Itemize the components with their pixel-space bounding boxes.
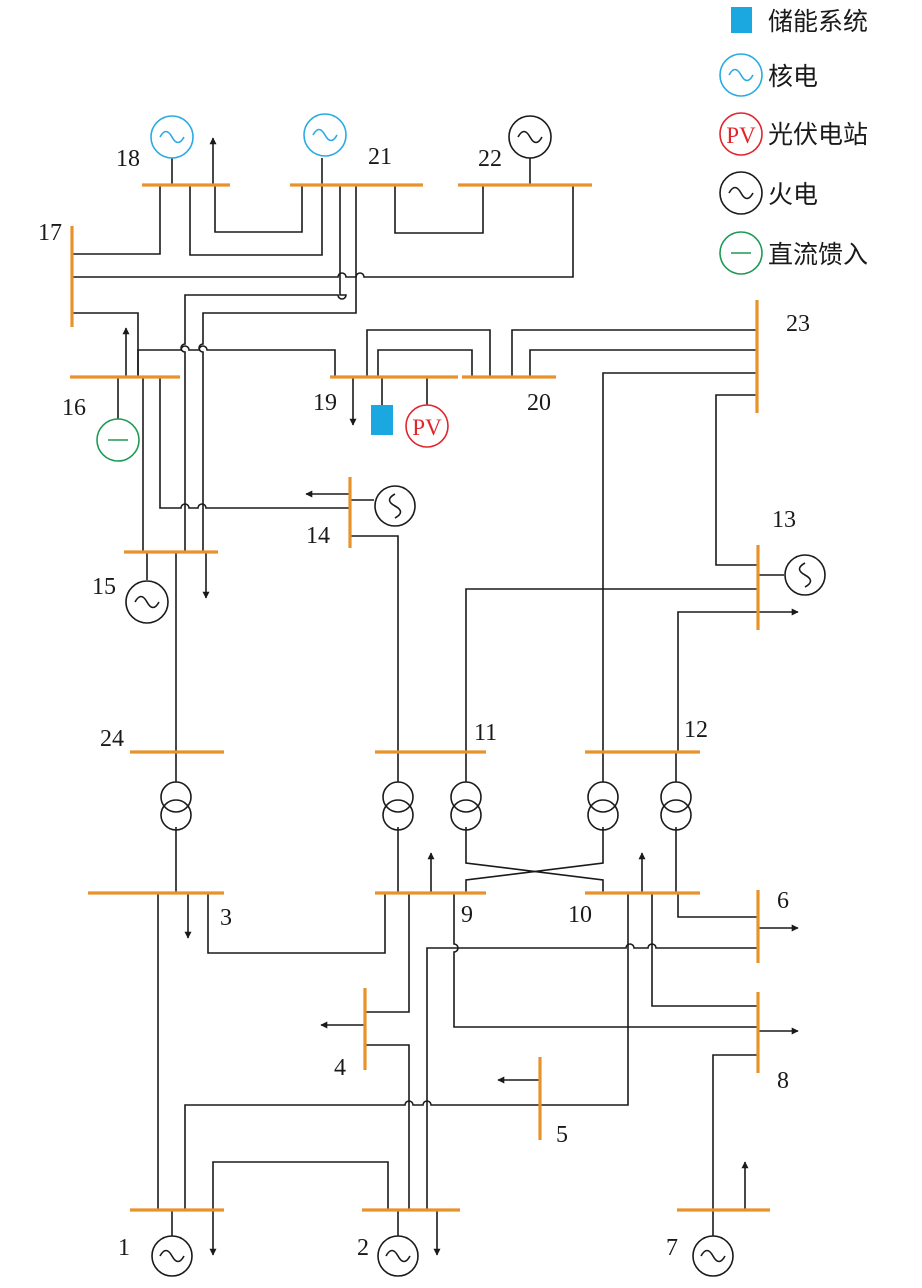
line-21-22 (394, 185, 484, 234)
line-3-9 (207, 893, 386, 954)
line-1-5 (184, 1100, 540, 1210)
pv-station-19-icon: PV (405, 404, 449, 448)
bus-label-22: 22 (478, 146, 502, 172)
line-15-21-a (180, 185, 347, 552)
legend-item-dc: 直流馈入 (719, 231, 868, 275)
bus-label-10: 10 (568, 902, 592, 928)
line-16-19 (137, 345, 336, 377)
transformer-9-11-icon (382, 781, 414, 831)
devices: PV (96, 113, 826, 1277)
transformer-10-12-icon (660, 781, 692, 831)
dc-infeed-16-icon (96, 418, 140, 462)
line-19-20-a (366, 329, 491, 377)
line-13-23 (715, 394, 758, 566)
bus-label-7: 7 (666, 1235, 678, 1261)
legend-label-nuclear: 核电 (768, 62, 818, 91)
line-18-21-b (214, 185, 303, 233)
line-1-2 (212, 1161, 389, 1210)
bus-label-11: 11 (474, 720, 497, 746)
legend-item-thermal: 火电 (719, 171, 818, 215)
line-15-21-b (198, 185, 357, 552)
buses (70, 183, 770, 1212)
line-2-4 (365, 1044, 410, 1210)
line-4-9 (365, 893, 410, 1013)
thermal-generator-13-icon (784, 554, 826, 596)
line-12-23 (602, 372, 757, 785)
bus-label-17: 17 (38, 220, 62, 246)
bus-label-15: 15 (92, 574, 116, 600)
line-7-8 (712, 1054, 757, 1210)
transformer-10-11-icon (587, 781, 619, 831)
transformer-3-24-icon (160, 781, 192, 831)
thermal-generator-1-icon (151, 1235, 193, 1277)
line-20-23-b (529, 349, 757, 377)
bus-label-19: 19 (313, 390, 337, 416)
line-17-18 (72, 185, 161, 255)
bus-label-3: 3 (220, 905, 232, 931)
legend-label-thermal: 火电 (768, 180, 818, 209)
line-5-10 (540, 893, 629, 1106)
nuclear-generator-18-icon (150, 115, 194, 159)
bus-label-4: 4 (334, 1055, 346, 1081)
legend: 储能系统 核电 PV 光伏电站 火电 直流馈入 (719, 7, 868, 275)
line-20-23-a (511, 329, 757, 377)
line-11-13 (465, 588, 758, 785)
thermal-generator-14-icon (374, 485, 416, 527)
legend-label-pv: 光伏电站 (768, 120, 868, 149)
line-17-22 (72, 185, 574, 278)
legend-item-pv: PV 光伏电站 (719, 112, 868, 156)
legend-pv-badge: PV (726, 123, 756, 148)
line-10-11-cross (465, 827, 604, 893)
line-2-6 (426, 943, 757, 1210)
line-6-10 (677, 893, 757, 918)
transformers (160, 781, 692, 831)
bus-label-6: 6 (777, 888, 789, 914)
bus-label-16: 16 (62, 395, 86, 421)
line-11-14 (350, 535, 399, 752)
line-8-9 (453, 893, 757, 1028)
line-16-17 (72, 312, 139, 377)
line-12-13 (677, 611, 758, 752)
bus-label-23: 23 (786, 311, 810, 337)
transmission-lines (72, 158, 784, 1238)
bus-label-2: 2 (357, 1235, 369, 1261)
bus-label-18: 18 (116, 146, 140, 172)
pv-badge: PV (412, 415, 442, 440)
nuclear-generator-21-icon (303, 113, 347, 157)
bus-label-13: 13 (772, 507, 796, 533)
bus-label-12: 12 (684, 717, 708, 743)
bus-label-14: 14 (306, 523, 330, 549)
line-8-10 (651, 893, 757, 1007)
legend-item-nuclear: 核电 (719, 53, 818, 97)
legend-item-storage: 储能系统 (731, 7, 868, 36)
thermal-generator-2-icon (377, 1235, 419, 1277)
thermal-generator-7-icon (692, 1235, 734, 1277)
bus-label-21: 21 (368, 144, 392, 170)
line-9-12-cross (465, 827, 604, 893)
bus-label-9: 9 (461, 902, 473, 928)
bus-label-24: 24 (100, 726, 124, 752)
load-arrows (122, 137, 799, 1256)
thermal-generator-15-icon (125, 580, 169, 624)
bus-label-1: 1 (118, 1235, 130, 1261)
line-18-21-a (189, 185, 323, 256)
legend-label-storage: 储能系统 (768, 7, 868, 36)
thermal-generator-22-icon (508, 115, 552, 159)
thermal-generator-icon (719, 171, 763, 215)
line-14-16 (159, 377, 350, 509)
pv-station-icon: PV (719, 112, 763, 156)
bus-labels: 1 2 3 4 5 6 7 8 9 10 11 12 13 14 15 16 1… (38, 144, 810, 1261)
line-19-20-b (377, 349, 473, 377)
transformer-9-12-icon (450, 781, 482, 831)
bus-label-20: 20 (527, 390, 551, 416)
storage-square-icon (731, 7, 752, 33)
legend-label-dc: 直流馈入 (768, 240, 868, 269)
bus-label-5: 5 (556, 1122, 568, 1148)
storage-19-icon (371, 405, 393, 435)
nuclear-generator-icon (719, 53, 763, 97)
dc-infeed-icon (719, 231, 763, 275)
bus-label-8: 8 (777, 1068, 789, 1094)
